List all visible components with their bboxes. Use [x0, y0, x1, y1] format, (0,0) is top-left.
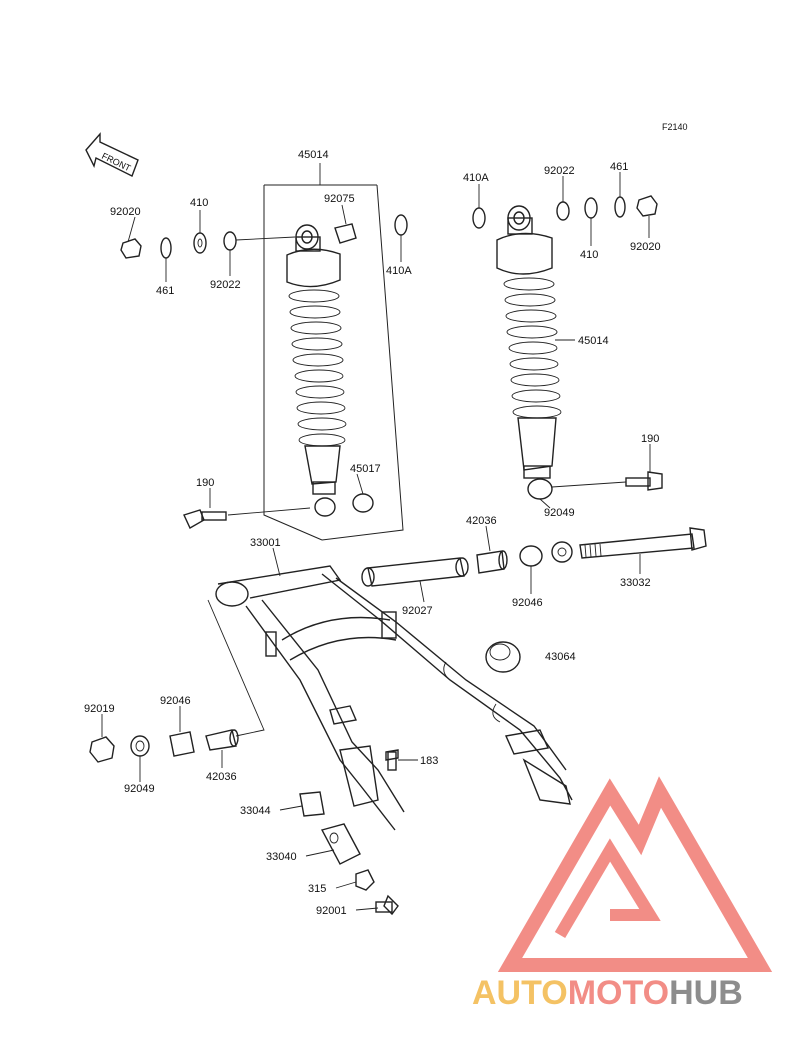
label-92001: 92001 — [316, 905, 347, 917]
right-small-parts — [472, 195, 663, 491]
label-45014-left: 45014 — [298, 149, 329, 161]
label-461-left: 461 — [156, 285, 174, 297]
label-92049-right: 92049 — [544, 507, 575, 519]
label-92020-left: 92020 — [110, 206, 141, 218]
label-410-left: 410 — [190, 197, 208, 209]
label-92075: 92075 — [324, 193, 355, 205]
left-shock-absorber — [286, 224, 347, 495]
label-43064: 43064 — [545, 651, 576, 663]
label-92027: 92027 — [402, 605, 433, 617]
watermark-moto: MOTO — [568, 974, 669, 1012]
left-shock-assembly-box — [263, 163, 404, 541]
label-183: 183 — [420, 755, 438, 767]
watermark-auto: AUTO — [472, 974, 568, 1012]
label-410-right: 410 — [580, 249, 598, 261]
label-92022-left: 92022 — [210, 279, 241, 291]
label-42036-top: 42036 — [466, 515, 497, 527]
swingarm — [207, 565, 573, 831]
label-45017: 45017 — [350, 463, 381, 475]
label-92019: 92019 — [84, 703, 115, 715]
label-33032: 33032 — [620, 577, 651, 589]
watermark-hub: HUB — [669, 974, 743, 1012]
lower-left-parts — [89, 729, 239, 763]
label-410A-left: 410A — [386, 265, 412, 277]
chain-adjuster-parts — [299, 749, 399, 916]
watermark-text: AUTOMOTOHUB — [472, 974, 743, 1012]
figure-code: F2140 — [662, 122, 688, 132]
label-92046-right: 92046 — [512, 597, 543, 609]
label-315: 315 — [308, 883, 326, 895]
label-33040: 33040 — [266, 851, 297, 863]
right-shock-absorber — [496, 205, 562, 500]
automotohub-watermark: AUTOMOTOHUB — [472, 776, 773, 1012]
label-92046-left: 92046 — [160, 695, 191, 707]
label-42036-bottom: 42036 — [206, 771, 237, 783]
label-190-left: 190 — [196, 477, 214, 489]
label-92020-right: 92020 — [630, 241, 661, 253]
leader-lines — [101, 172, 651, 911]
front-arrow-icon: FRONT — [85, 132, 139, 177]
label-92022-right: 92022 — [544, 165, 575, 177]
label-461-right: 461 — [610, 161, 628, 173]
label-45014-right: 45014 — [578, 335, 609, 347]
label-33001: 33001 — [250, 537, 281, 549]
label-92049-left: 92049 — [124, 783, 155, 795]
part-labels: 92020 410 461 92022 92075 410A 190 45017… — [84, 161, 661, 917]
label-190-right: 190 — [641, 433, 659, 445]
label-33044: 33044 — [240, 805, 271, 817]
label-410A-right: 410A — [463, 172, 489, 184]
